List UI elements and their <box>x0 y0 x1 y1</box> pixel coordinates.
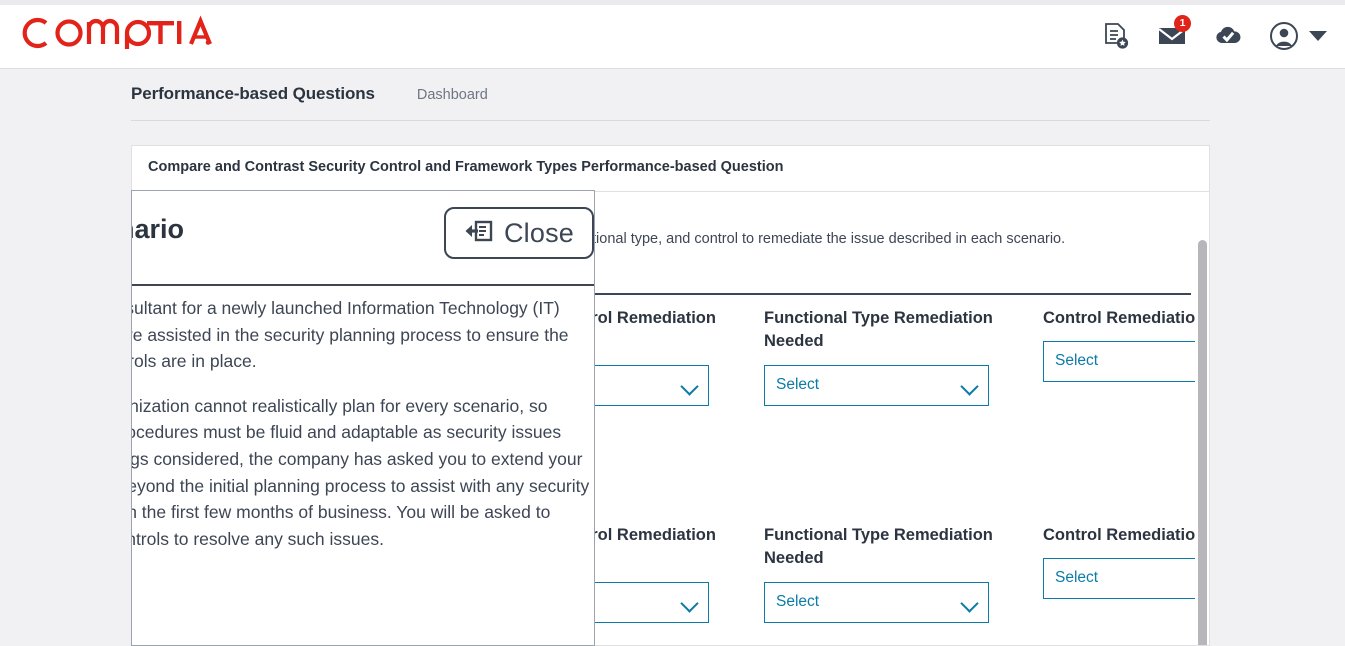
comptia-logo[interactable] <box>12 10 212 56</box>
close-back-icon <box>464 217 494 250</box>
chevron-down-icon <box>960 377 979 396</box>
page-nav: Performance-based Questions Dashboard <box>131 80 1210 121</box>
column-functional-type-2: Functional Type Remediation Needed Selec… <box>764 524 1009 623</box>
select-functional-type-2[interactable]: Select <box>764 581 989 623</box>
instructions-rule <box>149 293 1191 295</box>
card-divider <box>132 191 1209 192</box>
document-star-icon[interactable] <box>1099 19 1133 53</box>
close-button[interactable]: Close <box>444 207 594 259</box>
account-menu[interactable] <box>1267 19 1327 53</box>
scenario-modal-title: Scenario <box>132 214 185 244</box>
card-scrollbar-thumb[interactable] <box>1198 240 1207 645</box>
message-count-badge: 1 <box>1174 15 1191 32</box>
close-button-label: Close <box>503 217 575 248</box>
user-circle-icon[interactable] <box>1267 19 1301 53</box>
question-card-title: Compare and Contrast Security Control an… <box>148 159 784 175</box>
column-label: Functional Type Remediation Needed <box>764 526 993 568</box>
modal-rule <box>132 284 594 286</box>
chevron-down-icon[interactable] <box>1309 31 1327 41</box>
select-functional-type-1[interactable]: Select <box>764 364 989 406</box>
chevron-down-icon <box>680 594 699 613</box>
column-control-remediation-1: Control Remediation Needed Select <box>1043 307 1209 383</box>
scenario-modal: Scenario Close As a security consultant … <box>131 190 595 646</box>
column-control-remediation-2: Control Remediation Needed Select <box>1043 524 1209 600</box>
column-label: Control Remediation Needed <box>1043 309 1209 327</box>
card-scrollbar-track[interactable] <box>1195 192 1209 645</box>
scenario-modal-body: As a security consultant for a newly lau… <box>131 295 594 570</box>
select-value: Select <box>776 375 820 393</box>
page-title: Performance-based Questions <box>131 84 375 103</box>
column-label: Control Remediation Needed <box>1043 526 1209 544</box>
chevron-down-icon <box>960 594 979 613</box>
select-control-remediation-1[interactable]: Select <box>1043 341 1209 383</box>
cloud-check-icon[interactable] <box>1211 19 1245 53</box>
select-value: Select <box>1055 352 1099 370</box>
scenario-paragraph: As a security consultant for a newly lau… <box>132 298 569 372</box>
select-value: Select <box>1055 569 1099 587</box>
nav-link-dashboard[interactable]: Dashboard <box>416 87 488 103</box>
select-value: Select <box>776 592 820 610</box>
envelope-icon[interactable]: 1 <box>1155 15 1191 53</box>
header-icon-group: 1 <box>1099 15 1327 53</box>
scenario-modal-header: Scenario Close <box>132 191 594 275</box>
select-control-remediation-2[interactable]: Select <box>1043 558 1209 600</box>
app-header: 1 <box>0 5 1345 69</box>
column-label: Functional Type Remediation Needed <box>764 309 993 351</box>
chevron-down-icon <box>680 377 699 396</box>
column-functional-type-1: Functional Type Remediation Needed Selec… <box>764 307 1009 406</box>
scenario-paragraph: However, an organization cannot realisti… <box>131 395 590 549</box>
